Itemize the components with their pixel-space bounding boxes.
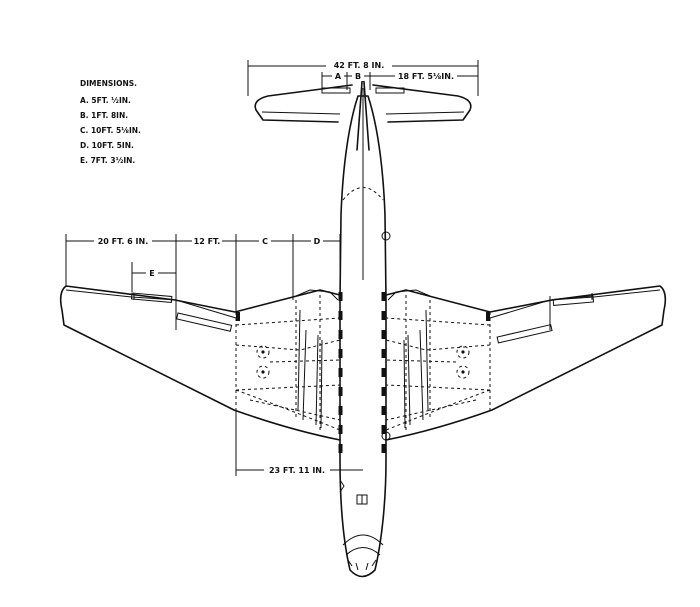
window-mark xyxy=(338,311,343,320)
dim-b-label: B xyxy=(355,72,361,81)
dim-a-label: A xyxy=(335,72,342,81)
legend-item-b: B. 1FT. 8IN. xyxy=(80,111,128,120)
window-mark xyxy=(338,387,343,396)
window-mark xyxy=(381,330,386,339)
window-mark xyxy=(338,349,343,358)
window-mark xyxy=(381,406,386,415)
mid-wing-label-bg xyxy=(192,235,222,246)
legend-item-d: D. 10FT. 5IN. xyxy=(80,141,134,150)
right-flap-tab xyxy=(496,324,553,344)
outer-wing-label: 20 FT. 6 IN. xyxy=(98,237,149,246)
left-engine-exhausts xyxy=(256,345,270,379)
elevator-hinge-lines xyxy=(261,111,465,115)
right-aileron-tab xyxy=(552,295,595,307)
window-mark xyxy=(338,330,343,339)
fuselage-panel-mark xyxy=(339,479,345,493)
dim-d-label: D xyxy=(314,237,321,246)
right-nacelle-dashed xyxy=(385,295,491,430)
left-aileron xyxy=(65,289,237,330)
fuselage-frame-arc xyxy=(342,187,384,201)
outer-wing-label-bg xyxy=(94,235,152,246)
legend-title: DIMENSIONS. xyxy=(80,79,137,88)
right-wing-outline xyxy=(385,285,667,441)
tailplane xyxy=(254,79,472,280)
window-mark xyxy=(381,292,386,301)
d-label-bg xyxy=(311,235,323,246)
window-mark xyxy=(338,368,343,377)
fuselage-outline xyxy=(339,95,387,578)
window-mark xyxy=(381,387,386,396)
window-mark xyxy=(381,368,386,377)
b-label-bg xyxy=(352,70,364,81)
left-flap-tab xyxy=(176,312,233,332)
a-label-bg xyxy=(332,70,344,81)
window-mark xyxy=(338,292,343,301)
window-mark xyxy=(381,311,386,320)
fuselage xyxy=(338,95,391,578)
dimensions-legend: DIMENSIONS. A. 5FT. ½IN. B. 1FT. 8IN. C.… xyxy=(80,79,141,165)
root-chord-label-bg xyxy=(264,464,330,475)
right-aileron xyxy=(489,289,661,330)
left-aileron-tab xyxy=(130,292,173,304)
e-label-bg xyxy=(146,267,158,278)
tail-span-label-bg xyxy=(326,58,392,72)
right-root-dashed xyxy=(385,389,491,431)
legend-item-c: C. 10FT. 5⅛IN. xyxy=(80,126,141,135)
c-label-bg xyxy=(259,235,271,246)
right-engine-exhausts xyxy=(456,345,470,379)
right-wing-mark xyxy=(486,312,490,321)
window-mark xyxy=(338,406,343,415)
elevator-tab-left xyxy=(321,87,351,94)
tail-span-label: 42 FT. 8 IN. xyxy=(334,61,385,70)
elevator-tab-right xyxy=(375,87,405,94)
left-wing-mark xyxy=(236,312,240,321)
dim-e-label: E xyxy=(149,269,154,278)
tail-half-label-bg xyxy=(395,70,457,81)
cockpit-outline xyxy=(342,534,384,556)
left-nacelle-dashed xyxy=(235,295,341,430)
window-mark xyxy=(381,425,386,434)
fuselage-window-row xyxy=(338,292,386,453)
mid-wing-label: 12 FT. xyxy=(194,237,221,246)
window-mark xyxy=(338,425,343,434)
right-nacelle-solid xyxy=(387,289,431,429)
left-root-dashed xyxy=(235,389,341,431)
dimension-lines: 42 FT. 8 IN. A B 18 FT. 5⅛IN. 20 FT. 6 I… xyxy=(65,58,479,476)
legend-item-a: A. 5FT. ½IN. xyxy=(80,96,131,105)
legend-item-e: E. 7FT. 3½IN. xyxy=(80,156,135,165)
tail-half-label: 18 FT. 5⅛IN. xyxy=(398,72,454,81)
window-mark xyxy=(381,444,386,453)
dim-c-label: C xyxy=(262,237,268,246)
left-wing-outline xyxy=(59,285,341,441)
nose-windows xyxy=(347,559,377,571)
left-nacelle-solid xyxy=(295,289,339,429)
window-mark xyxy=(381,349,386,358)
tailplane-outline xyxy=(254,84,472,123)
wings xyxy=(59,285,667,441)
fuselage-circle-upper xyxy=(381,231,391,241)
root-chord-label: 23 FT. 11 IN. xyxy=(269,466,325,475)
window-mark xyxy=(338,444,343,453)
